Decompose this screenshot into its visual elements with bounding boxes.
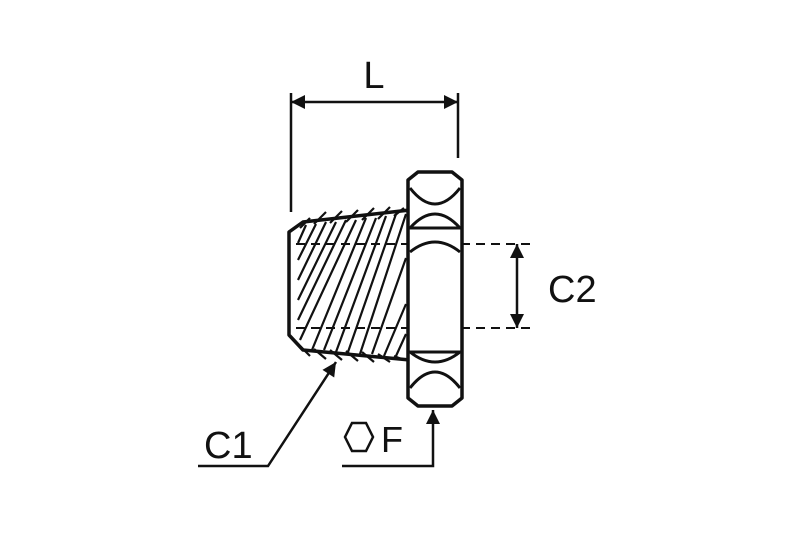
thread-hidden-lines	[296, 243, 532, 329]
hex-head	[406, 170, 464, 408]
length-dimension	[289, 93, 460, 212]
thread-lines	[296, 206, 408, 363]
thread-leader	[198, 361, 338, 468]
hex-facets	[408, 187, 462, 389]
hex-size-leader	[342, 410, 440, 468]
length-label: L	[363, 55, 384, 97]
hex-size-label: F	[381, 419, 403, 460]
bore-label: C2	[548, 269, 597, 311]
hexagon-icon	[343, 421, 375, 453]
thread-label: C1	[204, 425, 253, 467]
